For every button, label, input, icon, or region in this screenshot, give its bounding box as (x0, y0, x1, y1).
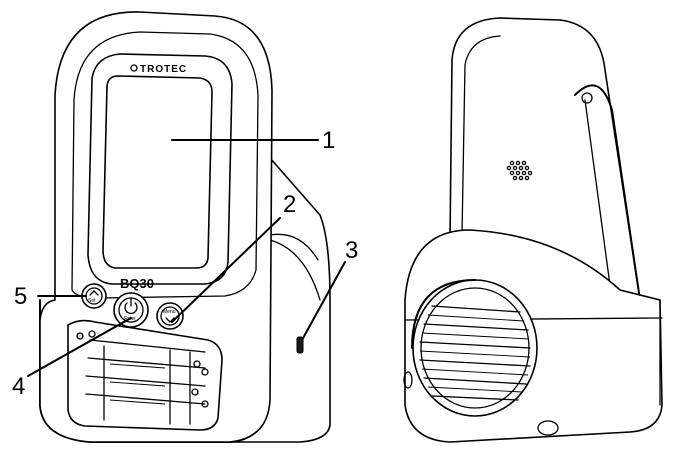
chevron-up-icon (89, 290, 99, 296)
back-view (403, 17, 663, 443)
brand-logo: TROTEC (140, 64, 187, 75)
speaker-holes (506, 160, 533, 181)
callout-number: 1 (322, 127, 335, 154)
rear-fan-grille (411, 279, 538, 417)
callout-3: 3 (301, 237, 358, 341)
front-view: TROTEC BQ30 Set Enter Menu (39, 11, 331, 443)
front-vent-grille (67, 319, 223, 431)
callout-number: 5 (14, 283, 27, 310)
callout-number: 3 (345, 237, 358, 264)
menu-button-label: Menu (163, 309, 176, 315)
enter-button[interactable]: Enter (113, 292, 149, 328)
callout-number: 4 (12, 373, 25, 400)
callout-number: 2 (283, 191, 296, 218)
chevron-down-icon (165, 317, 175, 323)
callout-1: 1 (171, 127, 335, 154)
side-socket (296, 336, 304, 354)
model-label: BQ30 (120, 276, 154, 291)
callout-2: 2 (171, 191, 296, 323)
brand-logo-mark (130, 64, 138, 72)
callout-4: 4 (12, 317, 132, 400)
callout-5: 5 (14, 283, 87, 310)
set-button-label: Set (88, 298, 96, 304)
power-icon (124, 297, 138, 315)
